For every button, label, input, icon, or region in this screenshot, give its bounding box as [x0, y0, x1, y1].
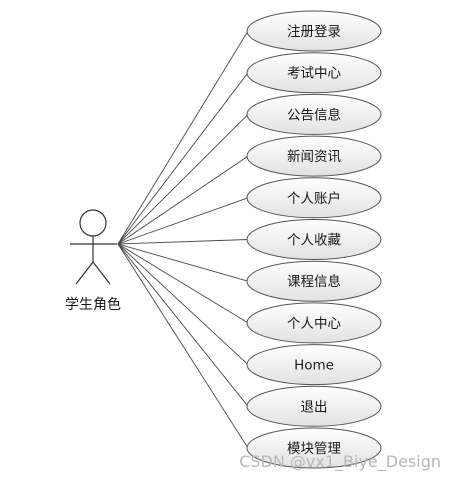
use-case-ellipse — [246, 427, 382, 469]
association-line — [117, 197, 249, 245]
use-case-label: 个人收藏 — [287, 233, 341, 249]
use-case-ellipse — [246, 135, 382, 177]
use-case-ellipse — [246, 177, 382, 219]
use-case: 模块管理 — [246, 427, 382, 469]
use-case-label: Home — [294, 358, 334, 374]
use-case-label: 考试中心 — [287, 66, 341, 82]
use-case-ellipse — [246, 344, 382, 386]
student-actor: 学生角色 — [65, 209, 121, 313]
use-case: 个人收藏 — [246, 219, 382, 260]
use-case: Home — [246, 344, 382, 386]
actor-label: 学生角色 — [65, 296, 121, 313]
use-case: 注册登录 — [246, 10, 382, 52]
use-case-ellipse — [246, 219, 382, 260]
use-case-ellipse — [246, 52, 382, 94]
use-case-ellipse — [246, 302, 382, 344]
actor-head-icon — [79, 209, 107, 237]
use-case-label: 退出 — [301, 399, 328, 415]
association-line — [117, 243, 249, 324]
association-line — [117, 243, 249, 407]
use-case: 新闻资讯 — [246, 135, 382, 177]
association-line — [117, 243, 249, 282]
actor-right-leg — [92, 261, 111, 285]
association-line — [117, 243, 249, 365]
use-case-ellipse — [246, 10, 382, 52]
use-case: 退出 — [246, 385, 382, 427]
use-case: 个人账户 — [246, 177, 382, 219]
use-case-label: 模块管理 — [287, 441, 341, 457]
use-case-ellipse — [246, 93, 382, 135]
use-case-label: 个人中心 — [287, 316, 341, 332]
association-line — [117, 114, 249, 245]
watermark: CSDN @vx1_Biye_Design — [239, 452, 441, 472]
association-line — [117, 155, 249, 245]
use-case: 公告信息 — [246, 93, 382, 135]
use-case-label: 新闻资讯 — [287, 149, 341, 165]
association-line — [117, 30, 249, 245]
use-case-ellipse — [246, 385, 382, 427]
use-case-label: 公告信息 — [287, 106, 341, 123]
use-case: 个人中心 — [246, 302, 382, 344]
association-lines — [117, 30, 249, 449]
use-case-label: 课程信息 — [287, 273, 341, 290]
association-line — [117, 239, 249, 245]
use-case-label: 注册登录 — [287, 24, 341, 40]
association-line — [117, 72, 249, 245]
use-case-ellipse — [246, 260, 382, 302]
use-case-label: 个人账户 — [287, 190, 341, 207]
actor-left-leg — [75, 261, 94, 285]
use-case: 考试中心 — [246, 52, 382, 94]
association-line — [117, 243, 249, 449]
use-case: 课程信息 — [246, 260, 382, 302]
